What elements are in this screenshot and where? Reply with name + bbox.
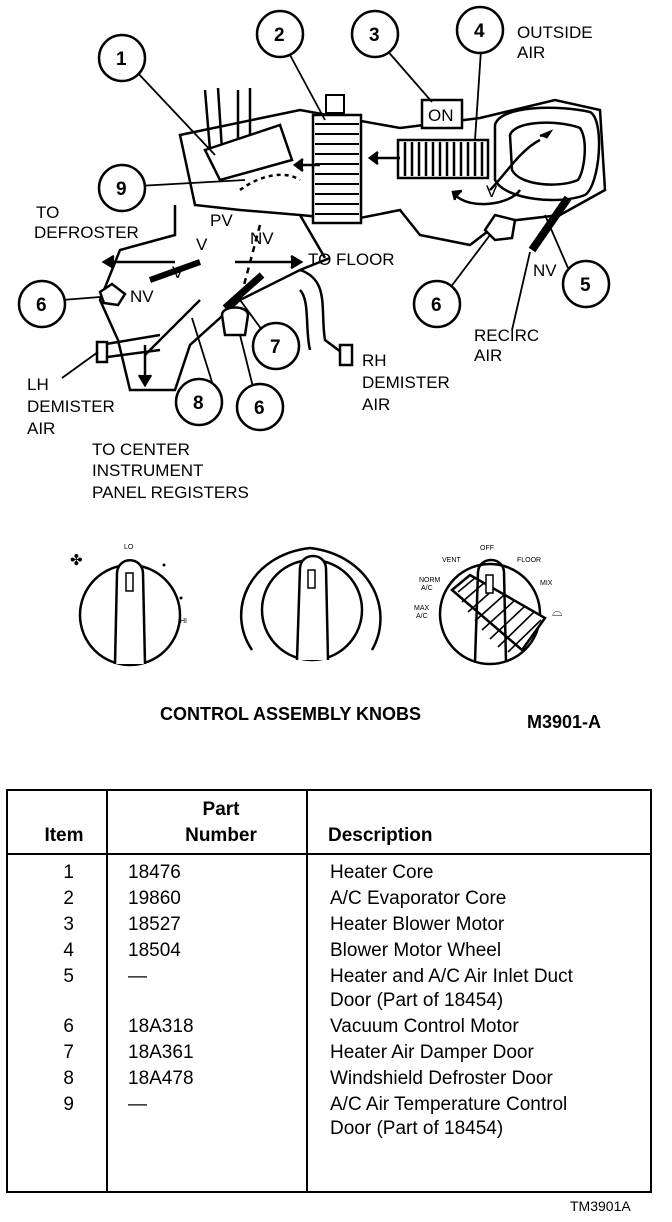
header-part-number: Part Number xyxy=(120,791,322,855)
header-part-number-line-1: Part xyxy=(202,799,240,820)
knob-fan: ✤ LO HI xyxy=(70,544,187,667)
svg-text:A/C: A/C xyxy=(416,613,428,620)
blower-wheel xyxy=(396,138,490,180)
svg-text:HI: HI xyxy=(180,618,187,625)
document-code: TM3901A xyxy=(570,1198,631,1214)
lh-demister-label-3: AIR xyxy=(27,419,55,438)
hvac-diagram: ON xyxy=(17,5,611,732)
svg-text:FLOOR: FLOOR xyxy=(517,557,541,564)
svg-text:5: 5 xyxy=(580,275,591,296)
svg-text:VENT: VENT xyxy=(442,557,461,564)
callout-9: 9 xyxy=(97,163,147,213)
table-header-row: Item Part Number Description xyxy=(8,791,650,855)
to-defroster-label-2: DEFROSTER xyxy=(34,223,139,242)
knob-temperature xyxy=(239,546,382,662)
callout-6-right: 6 xyxy=(412,279,462,329)
v-label-2: V xyxy=(172,263,184,282)
v-label-3: V xyxy=(486,182,498,201)
callouts: 1 2 3 4 5 6 6 6 7 8 9 xyxy=(17,5,611,432)
outside-air-label-1: OUTSIDE xyxy=(517,23,593,42)
rh-demister-label-1: RH xyxy=(362,351,387,370)
svg-text:6: 6 xyxy=(431,295,442,316)
svg-text:2: 2 xyxy=(274,25,285,46)
to-center-label-1: TO CENTER xyxy=(92,440,190,459)
svg-text:9: 9 xyxy=(116,179,127,200)
header-item: Item xyxy=(8,791,120,855)
recirc-air-label-2: AIR xyxy=(474,346,502,365)
callout-5: 5 xyxy=(561,259,611,309)
description-line: A/C Air Temperature Control xyxy=(330,1094,568,1115)
fan-icon: ✤ xyxy=(70,551,83,569)
to-center-label-2: INSTRUMENT xyxy=(92,461,203,480)
svg-text:6: 6 xyxy=(254,398,265,419)
nv-label-center: NV xyxy=(250,229,274,248)
nv-label-right: NV xyxy=(533,261,557,280)
svg-text:MAX: MAX xyxy=(414,605,430,612)
evaporator-core xyxy=(311,94,363,225)
callout-3: 3 xyxy=(350,9,400,59)
defrost-icon: ⌓ xyxy=(552,605,562,620)
table-row: 4 18504 Blower Motor Wheel xyxy=(63,940,502,961)
figure-code: M3901-A xyxy=(527,712,601,732)
defroster-door-bar xyxy=(148,259,202,283)
header-description: Description xyxy=(322,791,650,855)
callout-1: 1 xyxy=(97,33,147,83)
svg-text:A/C: A/C xyxy=(421,585,433,592)
vacuum-motors xyxy=(95,213,517,367)
pv-label: PV xyxy=(210,211,233,230)
recirc-air-label-1: RECIRC xyxy=(474,326,539,345)
svg-text:6: 6 xyxy=(36,295,47,316)
on-label: ON xyxy=(428,106,454,125)
blower-motor-switch: ON xyxy=(420,98,464,130)
inlet-duct-door xyxy=(528,195,572,253)
description-line: Heater and A/C Air Inlet Duct xyxy=(330,966,573,987)
svg-text:7: 7 xyxy=(270,337,281,358)
to-defroster-label-1: TO xyxy=(36,203,59,222)
table-row: 7 18A361 Heater Air Damper Door xyxy=(63,1042,534,1063)
table-row: 8 18A478 Windshield Defroster Door xyxy=(63,1068,553,1089)
callout-6-bottom: 6 xyxy=(235,382,285,432)
svg-text:LO: LO xyxy=(124,544,134,551)
callout-4: 4 xyxy=(455,5,505,55)
svg-text:OFF: OFF xyxy=(480,545,494,552)
rh-demister-label-3: AIR xyxy=(362,395,390,414)
svg-text:NORM: NORM xyxy=(419,577,441,584)
svg-text:4: 4 xyxy=(474,21,485,42)
knobs-caption: CONTROL ASSEMBLY KNOBS xyxy=(160,704,421,724)
callout-8: 8 xyxy=(174,377,224,427)
callout-2: 2 xyxy=(255,9,305,59)
table-row: 1 18476 Heater Core xyxy=(63,862,434,883)
table-row: 9 — A/C Air Temperature Control Door (Pa… xyxy=(63,1094,568,1139)
column-divider-1 xyxy=(106,791,108,1191)
description-line: Door (Part of 18454) xyxy=(330,990,504,1011)
table-row: 3 18527 Heater Blower Motor xyxy=(63,914,505,935)
table-row: 5 — Heater and A/C Air Inlet Duct Door (… xyxy=(63,966,573,1011)
svg-text:8: 8 xyxy=(193,393,204,414)
lh-demister-label-1: LH xyxy=(27,375,49,394)
knob-mode: VENT OFF FLOOR MIX NORM A/C MAX A/C ⌓ xyxy=(414,545,562,666)
description-line: Door (Part of 18454) xyxy=(330,1118,504,1139)
svg-text:3: 3 xyxy=(369,25,380,46)
lh-demister-label-2: DEMISTER xyxy=(27,397,115,416)
leader-lines xyxy=(61,47,569,396)
parts-table: Item Part Number Description 1 18476 Hea… xyxy=(6,789,652,1193)
table-row: 6 18A318 Vacuum Control Motor xyxy=(63,1016,519,1037)
outside-air-label-2: AIR xyxy=(517,43,545,62)
column-divider-2 xyxy=(306,791,308,1191)
header-part-number-line-2: Number xyxy=(185,825,257,846)
v-label-1: V xyxy=(196,235,208,254)
svg-text:MIX: MIX xyxy=(540,580,553,587)
to-center-label-3: PANEL REGISTERS xyxy=(92,483,249,502)
callout-7: 7 xyxy=(251,321,301,371)
callout-6-left: 6 xyxy=(17,279,67,329)
airflow-arrows xyxy=(101,129,554,388)
to-floor-label: TO FLOOR xyxy=(308,250,395,269)
table-row: 2 19860 A/C Evaporator Core xyxy=(63,888,507,909)
svg-text:1: 1 xyxy=(116,49,127,70)
nv-label-left: NV xyxy=(130,287,154,306)
rh-demister-label-2: DEMISTER xyxy=(362,373,450,392)
diagram-labels: OUTSIDE AIR TO DEFROSTER TO FLOOR PV NV … xyxy=(27,23,593,502)
